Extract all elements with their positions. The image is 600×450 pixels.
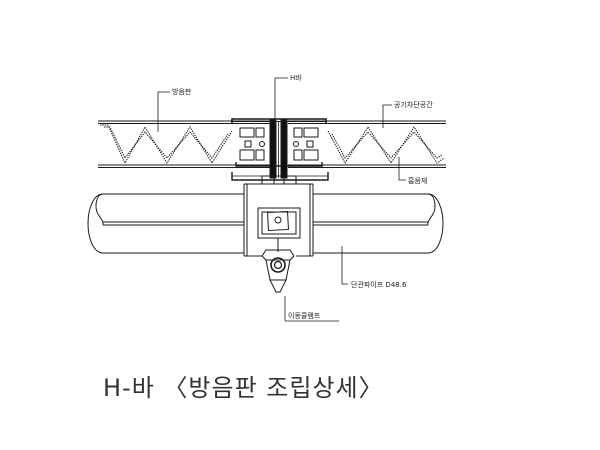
clamp-bracket (231, 172, 329, 257)
absorber-zigzag-right (327, 126, 445, 164)
label-h-bar: H바 (290, 73, 302, 82)
clamp-plate (257, 207, 301, 252)
h-bar (231, 118, 327, 179)
absorber-zigzag-left (100, 124, 233, 165)
pipe (87, 193, 444, 254)
moving-clamp (261, 249, 295, 293)
label-panel: 방음판 (172, 87, 192, 96)
label-clamp: 이동클램프 (288, 311, 321, 320)
h-bar-chambers-left (239, 127, 265, 161)
drawing-title: H-바 〈방음판 조립상세〉 (103, 374, 384, 402)
label-air-gap: 공기차단공간 (394, 100, 433, 109)
leader-lines (157, 77, 406, 322)
label-pipe: 단관파이프 D48.6 (351, 280, 407, 289)
label-absorber: 흡음재 (408, 176, 427, 185)
h-bar-chambers-right (293, 127, 319, 161)
